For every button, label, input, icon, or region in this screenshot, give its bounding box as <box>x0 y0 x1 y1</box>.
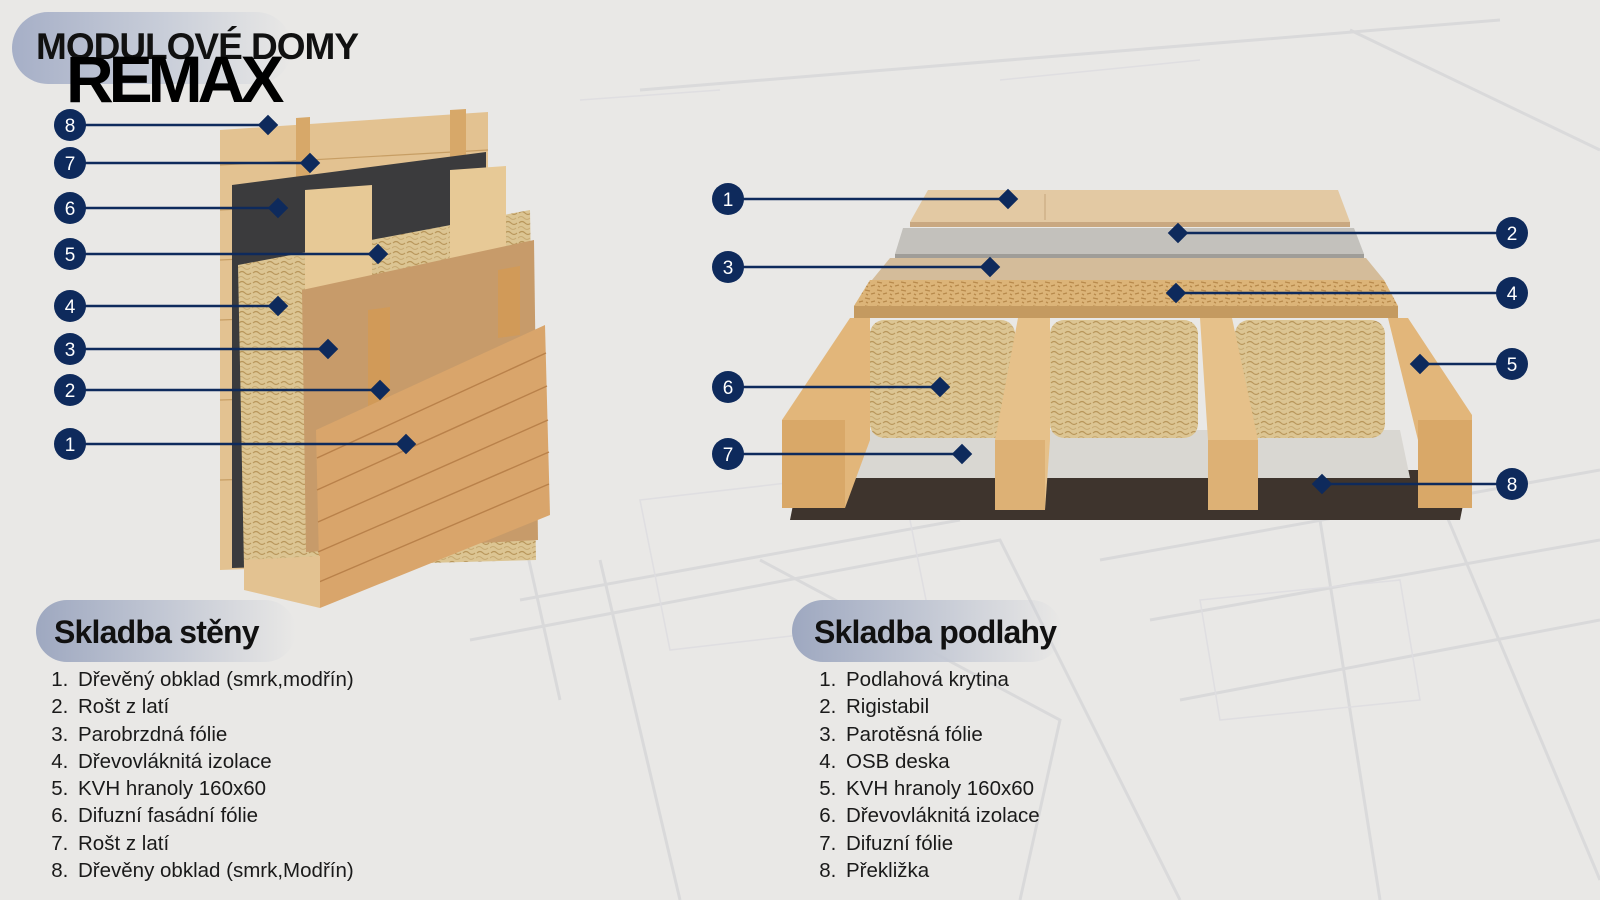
floor-covering <box>910 190 1350 222</box>
floor-layer-5: KVH hranoly 160x60 <box>842 775 1040 802</box>
wall-front-cladding <box>316 325 550 608</box>
wall-bottom-plate <box>244 556 320 608</box>
wall-badge-2 <box>54 374 86 406</box>
floor-badge-1 <box>712 183 744 215</box>
wall-badge-7-text: 7 <box>65 154 76 175</box>
floor-title-pill <box>792 600 1062 662</box>
floor-section-title: Skladba podlahy <box>814 614 1057 650</box>
wall-title-pill <box>36 600 296 662</box>
floor-insulation-2 <box>1050 320 1198 438</box>
wall-stud-2 <box>450 166 506 264</box>
wall-badge-5-text: 5 <box>65 245 76 266</box>
floor-layer-2: Rigistabil <box>842 693 1040 720</box>
wall-layer-6: Difuzní fasádní fólie <box>74 802 354 829</box>
wall-stud-1 <box>305 185 372 305</box>
floor-layer-8: Překližka <box>842 857 1040 884</box>
wall-badge-1 <box>54 428 86 460</box>
floor-badge-2-text: 2 <box>1507 224 1518 245</box>
layer-diagrams: 8 7 6 5 4 3 2 1 <box>54 109 1528 608</box>
floor-badge-7 <box>712 438 744 470</box>
logo-background-pill <box>12 12 292 84</box>
wall-badge-2-text: 2 <box>65 381 76 402</box>
wall-layer-4: Dřevovláknitá izolace <box>74 748 354 775</box>
wall-layer-5: KVH hranoly 160x60 <box>74 775 354 802</box>
wall-layer-7: Rošt z latí <box>74 830 354 857</box>
floor-callouts <box>728 188 1512 495</box>
floor-layer-6: Dřevovláknitá izolace <box>842 802 1040 829</box>
floor-badge-6 <box>712 371 744 403</box>
floor-badge-7-text: 7 <box>723 445 734 466</box>
floor-badge-5-text: 5 <box>1507 355 1518 376</box>
floor-badge-5 <box>1496 348 1528 380</box>
floor-badge-2 <box>1496 217 1528 249</box>
floor-rigistabil <box>895 228 1364 254</box>
wall-badge-8 <box>54 109 86 141</box>
wall-badge-7 <box>54 147 86 179</box>
wall-layer-8: Dřevěny obklad (smrk,Modřín) <box>74 857 354 884</box>
wall-layer-1: Dřevěný obklad (smrk,modřín) <box>74 666 354 693</box>
floor-badge-1-text: 1 <box>723 190 734 211</box>
wall-layer-3: Parobrzdná fólie <box>74 721 354 748</box>
wall-section-title: Skladba stěny <box>54 614 260 650</box>
wall-badge-8-text: 8 <box>65 116 76 137</box>
floor-badge-8 <box>1496 468 1528 500</box>
wall-layer-list: Dřevěný obklad (smrk,modřín) Rošt z latí… <box>36 666 354 884</box>
floor-osb-board <box>854 280 1398 306</box>
wall-callouts <box>70 114 417 455</box>
floor-vapour-barrier <box>872 258 1384 280</box>
wall-diagram <box>219 109 550 608</box>
wall-badge-4-text: 4 <box>65 297 76 318</box>
floor-badge-3 <box>712 251 744 283</box>
floor-badge-4 <box>1496 277 1528 309</box>
floor-badge-4-text: 4 <box>1507 284 1518 305</box>
wall-batten-2 <box>498 266 520 338</box>
floor-insulation-1 <box>870 320 1015 438</box>
floor-layer-7: Difuzní fólie <box>842 830 1040 857</box>
floor-diffusion-foil <box>850 430 1410 478</box>
floor-badge-8-text: 8 <box>1507 475 1518 496</box>
floor-number-badges: 1 3 6 7 2 4 5 8 <box>712 183 1528 500</box>
wall-badge-4 <box>54 290 86 322</box>
floor-layer-list: Podlahová krytina Rigistabil Parotěsná f… <box>804 666 1040 884</box>
floor-layer-1: Podlahová krytina <box>842 666 1040 693</box>
floor-layer-4: OSB deska <box>842 748 1040 775</box>
wall-layer-2: Rošt z latí <box>74 693 354 720</box>
wall-badge-3-text: 3 <box>65 340 76 361</box>
wall-badge-6 <box>54 192 86 224</box>
wall-badge-3 <box>54 333 86 365</box>
wall-badge-6-text: 6 <box>65 199 76 220</box>
floor-insulation-3 <box>1235 320 1385 438</box>
brand-logo: REMAX <box>66 42 284 116</box>
wall-badge-1-text: 1 <box>65 435 76 456</box>
floor-badge-3-text: 3 <box>723 258 734 279</box>
floor-layer-3: Parotěsná fólie <box>842 721 1040 748</box>
floor-diagram <box>782 190 1472 520</box>
floor-badge-6-text: 6 <box>723 378 734 399</box>
brand-subtitle: MODULOVÉ DOMY <box>36 26 359 67</box>
wall-number-badges: 8 7 6 5 4 3 2 1 <box>54 109 86 460</box>
floor-plywood <box>790 470 1470 520</box>
wall-badge-5 <box>54 238 86 270</box>
